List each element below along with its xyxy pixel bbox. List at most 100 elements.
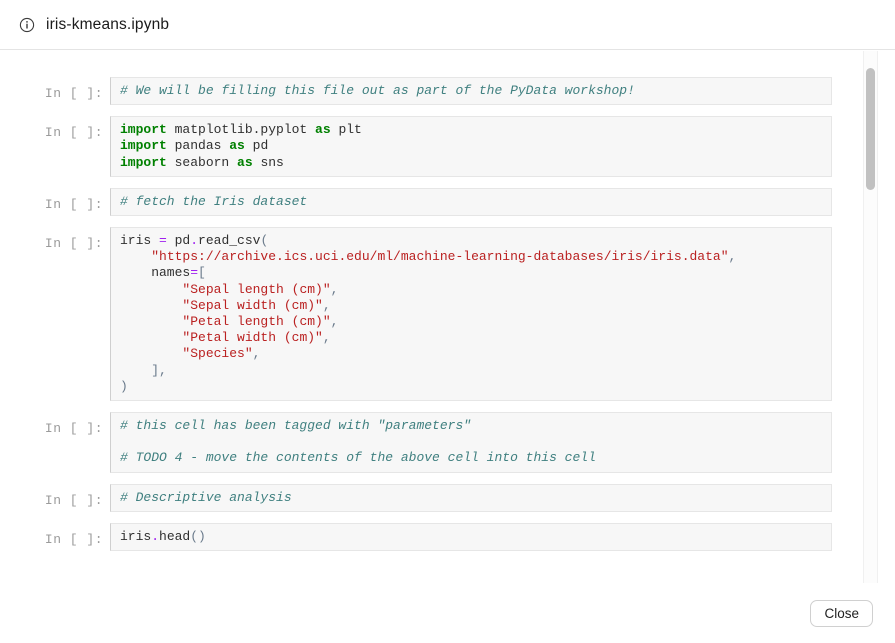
token-plain: head bbox=[159, 528, 191, 544]
token-plain bbox=[120, 330, 182, 345]
notebook-cell[interactable]: In [ ]: # Descriptive analysis bbox=[0, 483, 866, 512]
token-kw: import bbox=[120, 138, 167, 154]
token-kw: as bbox=[237, 154, 253, 170]
code-line: import matplotlib.pyplot as plt bbox=[120, 122, 823, 138]
code-line: # We will be filling this file out as pa… bbox=[120, 83, 823, 99]
cell-prompt-label: In [ ]: bbox=[44, 196, 103, 212]
token-str: "Petal width (cm)" bbox=[182, 330, 323, 346]
token-comment: # this cell has been tagged with "parame… bbox=[120, 418, 472, 434]
cell-prompt-label: In [ ]: bbox=[44, 236, 103, 252]
cell-prompt-label: In [ ]: bbox=[44, 421, 103, 437]
token-plain bbox=[120, 298, 182, 313]
token-punct: , bbox=[728, 249, 737, 265]
token-punct: , bbox=[322, 330, 331, 346]
token-plain: seaborn bbox=[166, 154, 238, 170]
token-plain: sns bbox=[252, 154, 284, 170]
code-line: names=[ bbox=[120, 265, 823, 281]
footer-bar: Close bbox=[0, 583, 895, 643]
code-line: "Sepal width (cm)", bbox=[120, 298, 823, 314]
token-kw: as bbox=[315, 122, 331, 138]
code-line: ) bbox=[120, 379, 823, 395]
cell-prompt-label: In [ ]: bbox=[44, 86, 103, 101]
token-plain bbox=[120, 346, 182, 361]
token-punct: , bbox=[252, 346, 261, 362]
cell-input-cell-iris-head[interactable]: iris.head() bbox=[110, 522, 832, 552]
token-punct: , bbox=[322, 297, 331, 313]
cell-input-cell-read-csv[interactable]: iris = pd.read_csv( "https://archive.ics… bbox=[110, 227, 832, 402]
code-line: # this cell has been tagged with "parame… bbox=[120, 418, 823, 434]
page-title: iris-kmeans.ipynb bbox=[46, 15, 170, 33]
token-kw: import bbox=[120, 154, 167, 170]
code-line: "Species", bbox=[120, 346, 823, 362]
token-op: = bbox=[190, 265, 199, 281]
token-plain: matplotlib.pyplot bbox=[166, 122, 316, 138]
code-line bbox=[120, 434, 823, 450]
code-line: "Petal length (cm)", bbox=[120, 314, 823, 330]
token-str: "Sepal length (cm)" bbox=[182, 281, 331, 297]
token-plain: plt bbox=[330, 122, 362, 138]
token-punct: ], bbox=[151, 362, 167, 378]
token-plain bbox=[120, 282, 182, 297]
token-punct: [ bbox=[198, 265, 206, 281]
scrollbar-thumb[interactable] bbox=[866, 68, 875, 190]
cell-input-cell-parameters-tagged[interactable]: # this cell has been tagged with "parame… bbox=[110, 412, 832, 473]
token-str: "Species" bbox=[182, 346, 253, 362]
notebook-cell-list[interactable]: In [ ]: # We will be filling this file ou… bbox=[0, 51, 866, 583]
token-plain: read_csv bbox=[198, 233, 261, 249]
token-str: "Sepal width (cm)" bbox=[182, 297, 323, 313]
token-punct: () bbox=[190, 528, 206, 544]
token-op: . bbox=[190, 233, 199, 249]
token-kw: as bbox=[229, 138, 245, 154]
vertical-scrollbar[interactable] bbox=[863, 51, 878, 643]
code-line: "https://archive.ics.uci.edu/ml/machine-… bbox=[120, 249, 823, 265]
token-op: . bbox=[151, 528, 160, 544]
code-line: # fetch the Iris dataset bbox=[120, 194, 823, 210]
cell-prompt-label: In [ ]: bbox=[44, 531, 103, 547]
token-comment: # We will be filling this file out as pa… bbox=[120, 83, 635, 98]
token-plain: iris bbox=[120, 528, 152, 544]
token-str: "Petal length (cm)" bbox=[182, 314, 331, 330]
token-plain bbox=[120, 314, 182, 329]
token-punct: , bbox=[330, 281, 339, 297]
code-line: ], bbox=[120, 363, 823, 379]
notebook-cell[interactable]: In [ ]: iris.head() bbox=[0, 522, 866, 552]
code-line: "Sepal length (cm)", bbox=[120, 282, 823, 298]
code-line: import pandas as pd bbox=[120, 138, 823, 154]
token-plain: iris bbox=[120, 233, 160, 249]
token-plain: names bbox=[120, 265, 191, 281]
notebook-cell[interactable]: In [ ]: # We will be filling this file ou… bbox=[0, 77, 866, 106]
notebook-cell[interactable]: In [ ]: iris = pd.read_csv( "https://arch… bbox=[0, 227, 866, 402]
token-op: = bbox=[159, 233, 167, 249]
token-punct: ( bbox=[260, 233, 269, 249]
token-plain: pd bbox=[244, 138, 269, 154]
token-comment: # TODO 4 - move the contents of the abov… bbox=[120, 450, 596, 466]
token-plain bbox=[120, 249, 151, 264]
code-line: "Petal width (cm)", bbox=[120, 330, 823, 346]
close-button[interactable]: Close bbox=[810, 599, 873, 627]
token-punct: , bbox=[330, 314, 339, 330]
token-comment: # Descriptive analysis bbox=[120, 489, 292, 505]
token-comment: # fetch the Iris dataset bbox=[120, 193, 308, 209]
code-line: # Descriptive analysis bbox=[120, 490, 823, 506]
code-line: # TODO 4 - move the contents of the abov… bbox=[120, 450, 823, 466]
token-plain: pd bbox=[166, 233, 191, 249]
code-line: iris = pd.read_csv( bbox=[120, 233, 823, 249]
cell-input-cell-comment-fetch[interactable]: # fetch the Iris dataset bbox=[110, 187, 832, 217]
notebook-cell[interactable]: In [ ]: # fetch the Iris dataset bbox=[0, 187, 866, 217]
token-punct: ) bbox=[120, 378, 128, 394]
code-line: import seaborn as sns bbox=[120, 155, 823, 171]
cell-input-cell-comment-workshop[interactable]: # We will be filling this file out as pa… bbox=[110, 77, 832, 106]
cell-prompt-label: In [ ]: bbox=[44, 125, 103, 141]
token-str: "https://archive.ics.uci.edu/ml/machine-… bbox=[151, 249, 729, 265]
notebook-area: In [ ]: # We will be filling this file ou… bbox=[0, 51, 895, 643]
cell-input-cell-comment-descriptive[interactable]: # Descriptive analysis bbox=[110, 483, 832, 512]
notebook-cell[interactable]: In [ ]: # this cell has been tagged with … bbox=[0, 412, 866, 473]
titlebar: iris-kmeans.ipynb bbox=[0, 0, 895, 50]
info-circle-icon bbox=[19, 17, 35, 33]
token-kw: import bbox=[120, 122, 167, 138]
token-plain: pandas bbox=[166, 138, 230, 154]
cell-prompt-label: In [ ]: bbox=[44, 492, 103, 508]
code-line: iris.head() bbox=[120, 529, 823, 545]
